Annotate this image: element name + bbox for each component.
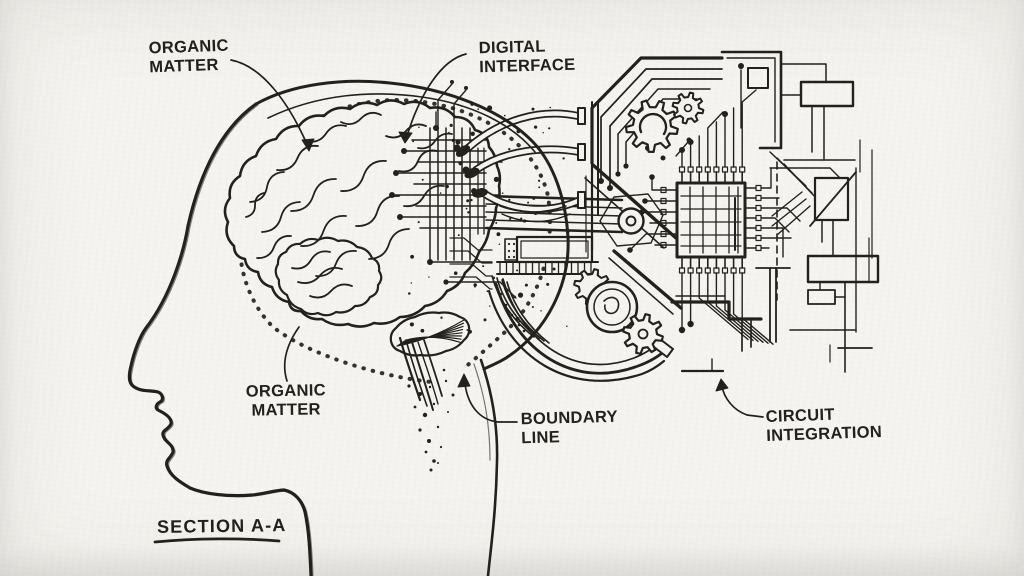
brain-sketch [223,99,502,411]
label-boundary-line: BOUNDARY LINE [520,407,619,447]
label-digital-interface: DIGITAL INTERFACE [478,37,576,76]
label-circuit-integration: CIRCUIT INTEGRATION [765,405,883,445]
label-section-title: SECTION A-A [156,515,287,537]
annotation-leaders [153,53,764,544]
label-organic-matter-bottom: ORGANIC MATTER [245,381,327,420]
interface-tubes [453,101,599,223]
dissolution-dots [407,102,570,472]
circuit-assembly [584,50,880,373]
interface-mid-assembly [484,194,674,382]
label-organic-matter-top: ORGANIC MATTER [148,36,229,77]
